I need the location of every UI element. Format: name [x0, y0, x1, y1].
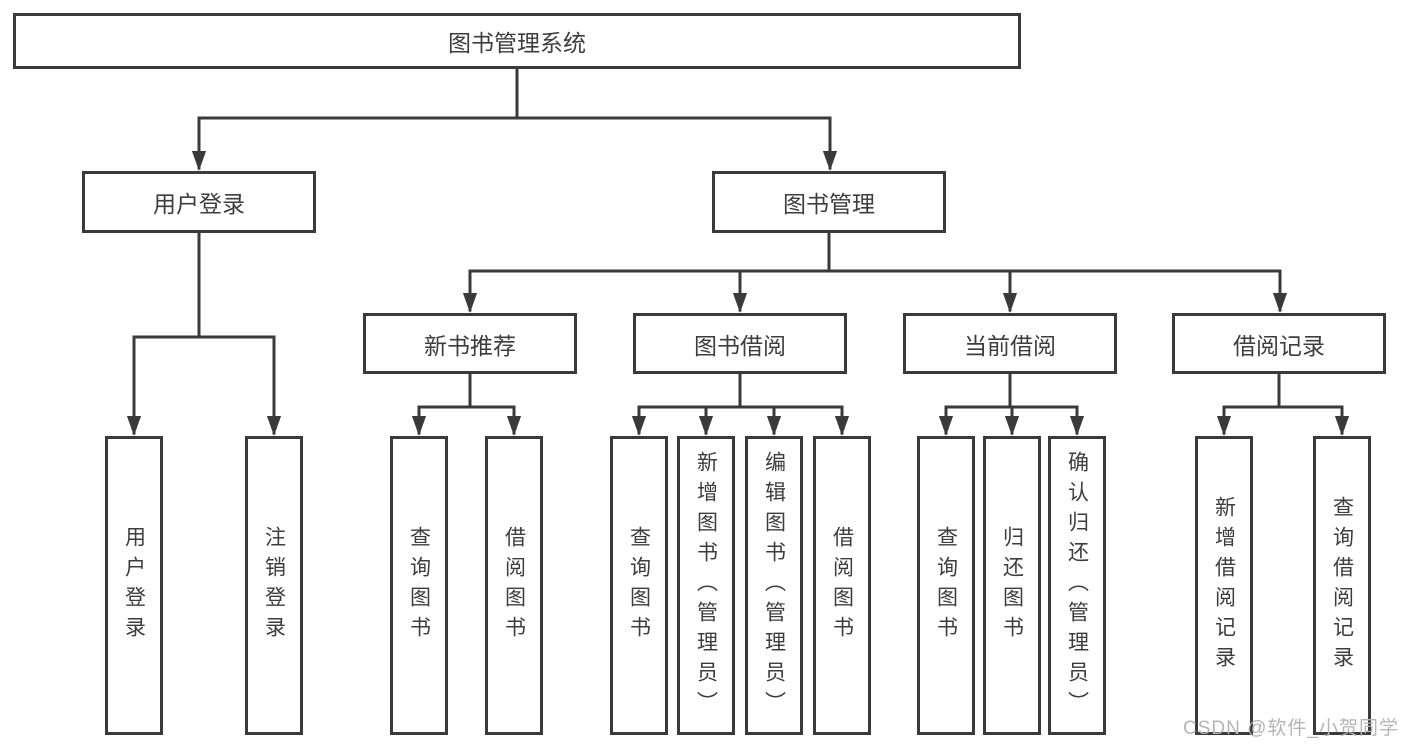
leaf-query-books-borrowing: 查询图书: [610, 436, 668, 735]
leaf-borrow-books-recommend: 借阅图书: [485, 436, 543, 735]
node-book-borrowing-label: 图书借阅: [694, 332, 786, 359]
leaf-add-books-admin: 新增图书（管理员）: [677, 436, 735, 735]
node-root-system: 图书管理系统: [13, 13, 1021, 69]
node-root-system-label: 图书管理系统: [448, 30, 586, 56]
leaf-borrow-books-label: 借阅图书: [830, 525, 854, 646]
leaf-add-borrow-record-label: 新增借阅记录: [1212, 495, 1236, 676]
leaf-query-books-current: 查询图书: [917, 436, 975, 735]
leaf-borrow-books: 借阅图书: [813, 436, 871, 735]
leaf-edit-books-admin-label: 编辑图书（管理员）: [762, 450, 786, 721]
node-borrowing-records-label: 借阅记录: [1233, 332, 1325, 359]
leaf-return-books: 归还图书: [983, 436, 1041, 735]
leaf-logout-label: 注销登录: [262, 525, 286, 646]
leaf-query-books-current-label: 查询图书: [934, 525, 958, 646]
node-book-management-label: 图书管理: [783, 191, 875, 217]
csdn-watermark: CSDN @软件_小贺同学: [1183, 718, 1399, 739]
leaf-confirm-return-admin: 确认归还（管理员）: [1048, 436, 1106, 735]
node-user-login-label: 用户登录: [153, 191, 245, 217]
leaf-confirm-return-admin-label: 确认归还（管理员）: [1065, 450, 1089, 721]
leaf-add-borrow-record: 新增借阅记录: [1195, 436, 1253, 735]
node-user-login: 用户登录: [82, 171, 316, 233]
node-borrowing-records: 借阅记录: [1172, 313, 1386, 374]
node-new-book-recommend-label: 新书推荐: [424, 332, 516, 359]
node-current-borrowing-label: 当前借阅: [964, 332, 1056, 359]
node-new-book-recommend: 新书推荐: [363, 313, 577, 374]
leaf-user-login: 用户登录: [105, 436, 163, 735]
leaf-return-books-label: 归还图书: [1000, 525, 1024, 646]
node-book-management: 图书管理: [712, 171, 946, 233]
leaf-user-login-label: 用户登录: [122, 525, 146, 646]
node-current-borrowing: 当前借阅: [903, 313, 1117, 374]
leaf-query-borrow-record: 查询借阅记录: [1313, 436, 1371, 735]
leaf-borrow-books-recommend-label: 借阅图书: [502, 525, 526, 646]
leaf-logout: 注销登录: [245, 436, 303, 735]
leaf-query-books-recommend: 查询图书: [390, 436, 448, 735]
leaf-query-borrow-record-label: 查询借阅记录: [1330, 495, 1354, 676]
node-book-borrowing: 图书借阅: [633, 313, 847, 374]
leaf-add-books-admin-label: 新增图书（管理员）: [694, 450, 718, 721]
leaf-query-books-borrowing-label: 查询图书: [627, 525, 651, 646]
leaf-edit-books-admin: 编辑图书（管理员）: [745, 436, 803, 735]
leaf-query-books-recommend-label: 查询图书: [407, 525, 431, 646]
